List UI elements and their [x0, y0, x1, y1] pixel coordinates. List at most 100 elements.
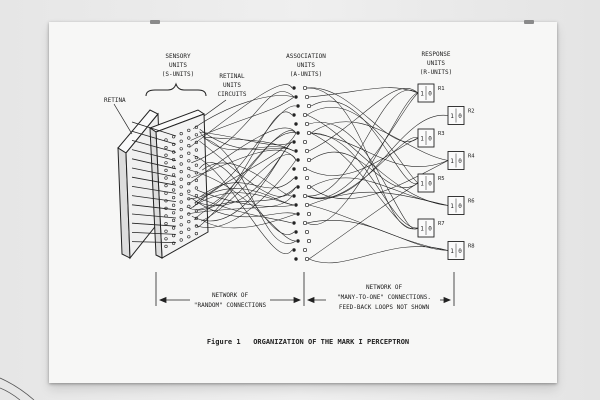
circuit-dot	[187, 136, 191, 140]
circuit-dot	[172, 158, 176, 162]
circuit-dot	[172, 173, 176, 177]
circuit-dot	[194, 148, 198, 152]
retinal-circuits-line-1: RETINAL	[219, 73, 245, 80]
circuit-dot	[172, 218, 176, 222]
retina-wire	[131, 204, 177, 211]
circuit-dot	[194, 140, 198, 144]
random-connection	[194, 132, 297, 211]
a-unit-input-node	[292, 194, 296, 198]
many-to-one-connection	[310, 121, 449, 161]
a-unit-input-node	[296, 185, 300, 189]
a-unit-input-node	[296, 131, 300, 135]
circuit-dot	[179, 230, 183, 234]
response-unit-digit-zero: 0	[428, 91, 432, 98]
many-to-one-connection	[308, 182, 419, 260]
retina-pointer	[113, 103, 133, 135]
sensory-units-line-3: (S-UNITS)	[162, 71, 195, 78]
board-clip-left	[150, 20, 160, 24]
a-unit-output-node	[302, 193, 308, 199]
a-unit-input-node	[294, 203, 298, 207]
circuit-dot	[164, 191, 168, 195]
random-network-line-2: "RANDOM" CONNECTIONS	[194, 302, 267, 309]
a-unit-output-node	[304, 202, 310, 208]
response-units-line-3: (R-UNITS)	[420, 69, 453, 76]
a-unit-output-node	[306, 103, 312, 109]
a-unit-output-node	[302, 85, 308, 91]
association-units-line-1: ASSOCIATION	[286, 53, 326, 60]
retina-wire	[131, 213, 177, 219]
connection-network	[186, 84, 449, 264]
response-unit-label: R7	[438, 221, 445, 227]
response-unit-label: R1	[438, 86, 445, 92]
response-unit-digit-zero: 0	[428, 181, 432, 188]
a-unit-output-node	[304, 148, 310, 154]
retina-wire	[131, 176, 177, 186]
circuit-dot	[194, 194, 198, 198]
sensory-units-line-2: UNITS	[169, 62, 187, 69]
circuit-dot	[164, 153, 168, 157]
many-to-one-connection	[306, 219, 449, 251]
retinal-circuits-line-2: UNITS	[223, 82, 241, 89]
a-unit-output-node	[306, 184, 312, 190]
many-to-one-connection	[310, 177, 449, 206]
response-unit-label: R6	[468, 199, 475, 205]
circuit-dot	[172, 226, 176, 230]
a-unit-input-node	[292, 248, 296, 252]
retina-wire	[131, 121, 177, 137]
circuit-dot	[187, 220, 191, 224]
circuit-dot	[172, 241, 176, 245]
retina-wire	[131, 149, 177, 161]
circuit-dot	[164, 146, 168, 150]
response-unit-digit-zero: 0	[458, 248, 462, 255]
response-unit-label: R4	[468, 154, 475, 160]
many-to-one-connection	[310, 160, 449, 200]
response-unit-digit-one: 1	[450, 203, 454, 210]
circuit-dot	[179, 139, 183, 143]
a-unit-output-node	[302, 139, 308, 145]
circuit-dot	[194, 163, 198, 167]
circuit-dot	[164, 199, 168, 203]
a-unit-input-node	[294, 122, 298, 126]
circuit-dot	[164, 176, 168, 180]
response-unit-digit-zero: 0	[458, 203, 462, 210]
circuit-dot	[187, 144, 191, 148]
a-unit-input-node	[296, 212, 300, 216]
random-connection	[190, 96, 295, 141]
a-unit-output-node	[304, 94, 310, 100]
a-unit-input-node	[292, 167, 296, 171]
circuit-dot	[172, 165, 176, 169]
retina-wire	[131, 195, 177, 202]
retina-wire	[131, 222, 177, 227]
association-unit-column	[292, 85, 312, 262]
response-unit-label: R3	[438, 131, 445, 137]
response-unit-label: R5	[438, 176, 445, 182]
a-unit-output-node	[304, 175, 310, 181]
retina-wire	[131, 158, 177, 170]
a-unit-output-node	[302, 247, 308, 253]
association-units-label: ASSOCIATION UNITS (A-UNITS)	[286, 53, 326, 78]
many-to-one-connection	[310, 132, 419, 229]
circuit-dot	[179, 215, 183, 219]
association-units-line-3: (A-UNITS)	[290, 71, 323, 78]
a-unit-input-node	[294, 230, 298, 234]
retina-wire	[131, 130, 177, 145]
circuit-dot	[164, 237, 168, 241]
circuit-dot	[172, 234, 176, 238]
circuit-dot	[194, 178, 198, 182]
response-unit-digit-zero: 0	[428, 226, 432, 233]
circuit-dot	[164, 138, 168, 142]
many-to-one-connection	[308, 121, 419, 230]
response-unit-label: R8	[468, 244, 475, 250]
many-to-one-connection	[310, 151, 419, 189]
circuit-dot	[179, 208, 183, 212]
circuit-dot	[187, 182, 191, 186]
response-unit-label: R2	[468, 109, 475, 115]
circuit-dot	[164, 244, 168, 248]
many-to-one-connection	[308, 191, 449, 206]
circuit-dot	[164, 222, 168, 226]
many-to-one-connection	[308, 246, 449, 264]
circuit-dot	[179, 200, 183, 204]
a-unit-output-node	[306, 157, 312, 163]
